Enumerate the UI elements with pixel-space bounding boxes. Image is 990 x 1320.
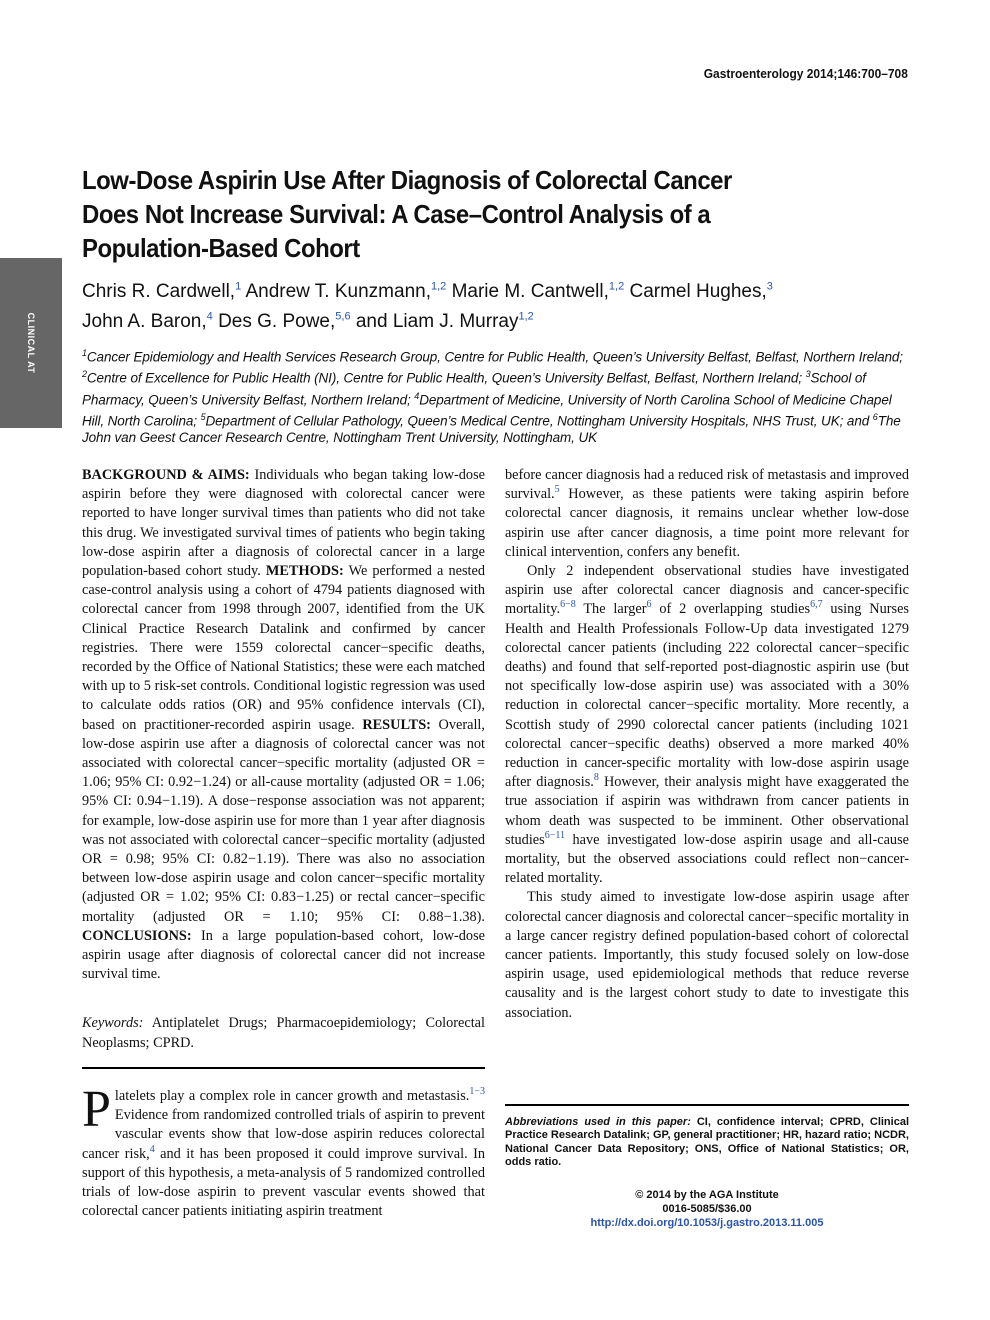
right-column: before cancer diagnosis had a reduced ri… <box>505 466 909 1023</box>
author[interactable]: Marie M. Cantwell,1,2 <box>451 281 625 303</box>
author-list: Chris R. Cardwell,1 Andrew T. Kunzmann,1… <box>82 275 882 334</box>
copyright-line: © 2014 by the AGA Institute <box>635 1189 779 1201</box>
drop-cap: P <box>82 1080 111 1138</box>
body-text: Only 2 independent observational studies… <box>505 563 909 618</box>
left-column: BACKGROUND & AIMS: Individuals who began… <box>82 466 485 1221</box>
author[interactable]: Carmel Hughes,3 <box>629 281 773 303</box>
side-tab-label: CLINICAL AT <box>26 312 36 374</box>
title-line: Low-Dose Aspirin Use After Diagnosis of … <box>82 165 732 195</box>
copyright-block: © 2014 by the AGA Institute 0016-5085/$3… <box>505 1188 909 1230</box>
author[interactable]: and Liam J. Murray1,2 <box>355 310 534 332</box>
body-text: This study aimed to investigate low-dose… <box>505 889 909 1021</box>
intro-paragraph: This study aimed to investigate low-dose… <box>505 888 909 1022</box>
reference-citation[interactable]: 8 <box>593 772 599 784</box>
author[interactable]: Des G. Powe,5,6 <box>218 310 351 332</box>
reference-citation[interactable]: 5 <box>554 484 560 496</box>
article-title: Low-Dose Aspirin Use After Diagnosis of … <box>82 163 781 265</box>
body-text: Evidence from randomized controlled tria… <box>82 1107 485 1162</box>
body-text: of 2 overlapping studies <box>651 601 811 618</box>
abbreviations-footnote: Abbreviations used in this paper: CI, co… <box>505 1104 909 1170</box>
body-text: and it has been proposed it could improv… <box>82 1145 485 1220</box>
title-line: Population-Based Cohort <box>82 233 360 263</box>
abstract: BACKGROUND & AIMS: Individuals who began… <box>82 467 485 983</box>
reference-citation[interactable]: 6,7 <box>810 599 823 611</box>
section-side-tab: CLINICAL AT <box>0 258 62 428</box>
body-text: However, as these patients were taking a… <box>505 486 909 560</box>
issn-price: 0016-5085/$36.00 <box>662 1203 752 1215</box>
keywords: Keywords: Antiplatelet Drugs; Pharmacoep… <box>82 1015 485 1051</box>
reference-citation[interactable]: 1−3 <box>469 1086 485 1098</box>
author[interactable]: Chris R. Cardwell,1 <box>82 281 242 303</box>
doi-link[interactable]: http://dx.doi.org/10.1053/j.gastro.2013.… <box>590 1217 824 1229</box>
author[interactable]: Andrew T. Kunzmann,1,2 <box>245 281 447 303</box>
reference-citation[interactable]: 6 <box>646 599 652 611</box>
body-text: using Nurses Health and Health Professio… <box>505 601 909 791</box>
body-text: The larger <box>575 601 647 618</box>
journal-reference: Gastroenterology 2014;146:700–708 <box>703 66 908 81</box>
author[interactable]: John A. Baron,4 <box>82 310 213 332</box>
section-divider <box>82 1066 485 1069</box>
intro-paragraph-continued: before cancer diagnosis had a reduced ri… <box>505 466 909 562</box>
reference-citation[interactable]: 4 <box>149 1143 155 1155</box>
body-text: However, their analysis might have exagg… <box>505 774 909 848</box>
intro-paragraph: Only 2 independent observational studies… <box>505 562 909 888</box>
body-text: before cancer diagnosis had a reduced ri… <box>505 467 909 503</box>
body-text: latelets play a complex role in cancer g… <box>114 1087 470 1104</box>
reference-citation[interactable]: 6−8 <box>560 599 576 611</box>
reference-citation[interactable]: 6−11 <box>544 830 565 842</box>
body-text: have investigated low-dose aspirin usage… <box>505 831 909 887</box>
title-line: Does Not Increase Survival: A Case–Contr… <box>82 199 711 229</box>
affiliations: 1Cancer Epidemiology and Health Services… <box>82 348 903 446</box>
